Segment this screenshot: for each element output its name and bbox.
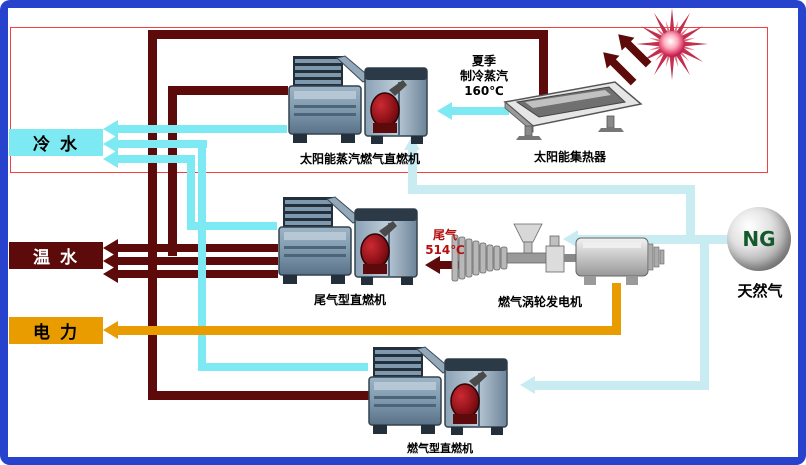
solar-section-outline: [10, 27, 768, 173]
gas-riser-top: [686, 185, 695, 244]
cold-water-line-1: [117, 125, 287, 133]
exhaust-gas-arrow: [425, 256, 440, 274]
warm-water-tag: 温 水: [9, 242, 103, 269]
cold-water-tag-label: 冷 水: [33, 135, 79, 155]
solar-steam-chiller-illustration: [288, 55, 428, 145]
gas-turbine-illustration: [451, 223, 665, 286]
exhaust-annotation: 尾气 514℃: [418, 228, 472, 258]
cold-water-line-bottom-machine: [198, 363, 368, 371]
hot-water-pipe-bottom-machine: [148, 391, 369, 400]
warm-water-tag-label: 温 水: [33, 248, 79, 268]
power-arrow: [103, 321, 118, 339]
gas-arrow-bottom-machine: [520, 376, 535, 394]
cold-water-line-mid-machine: [187, 222, 277, 230]
power-riser: [612, 283, 621, 330]
cold-water-arrow-3: [103, 150, 118, 168]
solar-collector-label: 太阳能集热器: [533, 150, 606, 164]
gas-line-to-top-machine: [408, 185, 695, 194]
exhaust-chiller-label: 尾气型直燃机: [313, 293, 386, 307]
hot-water-pipe-top-machine: [168, 86, 288, 95]
cold-water-arrow-2: [103, 135, 118, 153]
cold-water-line-2: [117, 140, 207, 148]
natural-gas-sphere: NG: [727, 207, 791, 271]
exhaust-line-1: 尾气: [432, 228, 457, 242]
exhaust-line-2: 514℃: [425, 243, 465, 257]
hot-water-pipe-top: [148, 30, 548, 39]
gas-line-to-bottom-machine: [534, 381, 709, 390]
solar-steam-arrow: [437, 102, 452, 120]
gas-arrow-turbine: [563, 230, 578, 248]
gas-turbine-label: 燃气涡轮发电机: [497, 295, 582, 309]
summer-steam-line-3: 160℃: [464, 84, 504, 98]
gas-chiller-label: 燃气型直燃机: [407, 442, 473, 455]
cold-water-trunk-bottom: [198, 140, 206, 371]
cold-water-line-3: [117, 155, 195, 163]
power-line: [118, 326, 621, 335]
summer-steam-line-1: 夏季: [471, 54, 496, 68]
natural-gas-sphere-text: NG: [742, 227, 776, 251]
hot-water-trunk-mid: [168, 86, 177, 256]
diagram-canvas: 冷 水 温 水 电 力 NG 天然气 太阳能蒸汽燃气直燃机 太阳能集热器 尾气型…: [8, 8, 798, 457]
hot-water-trunk-left: [148, 30, 157, 400]
gas-line-to-turbine: [577, 235, 730, 244]
natural-gas-label: 天然气: [737, 282, 783, 300]
exhaust-chiller-illustration: [278, 196, 418, 286]
gas-chiller-illustration: [368, 346, 508, 436]
warm-water-arrow-3: [103, 265, 118, 283]
hot-water-pipe-to-collector: [539, 30, 548, 96]
sun-icon: [636, 8, 708, 80]
solar-steam-line: [451, 107, 509, 115]
cold-water-trunk-mid: [187, 155, 195, 230]
cold-water-tag: 冷 水: [9, 129, 103, 156]
cold-water-arrow-1: [103, 120, 118, 138]
gas-riser-top-machine: [408, 148, 417, 194]
gas-riser-bottom: [700, 235, 709, 385]
summer-steam-line-2: 制冷蒸汽: [459, 69, 508, 83]
exhaust-gas-line: [439, 261, 459, 269]
power-tag-label: 电 力: [33, 323, 79, 343]
summer-steam-annotation: 夏季 制冷蒸汽 160℃: [446, 54, 522, 99]
power-tag: 电 力: [9, 317, 103, 344]
solar-steam-chiller-label: 太阳能蒸汽燃气直燃机: [299, 152, 420, 166]
